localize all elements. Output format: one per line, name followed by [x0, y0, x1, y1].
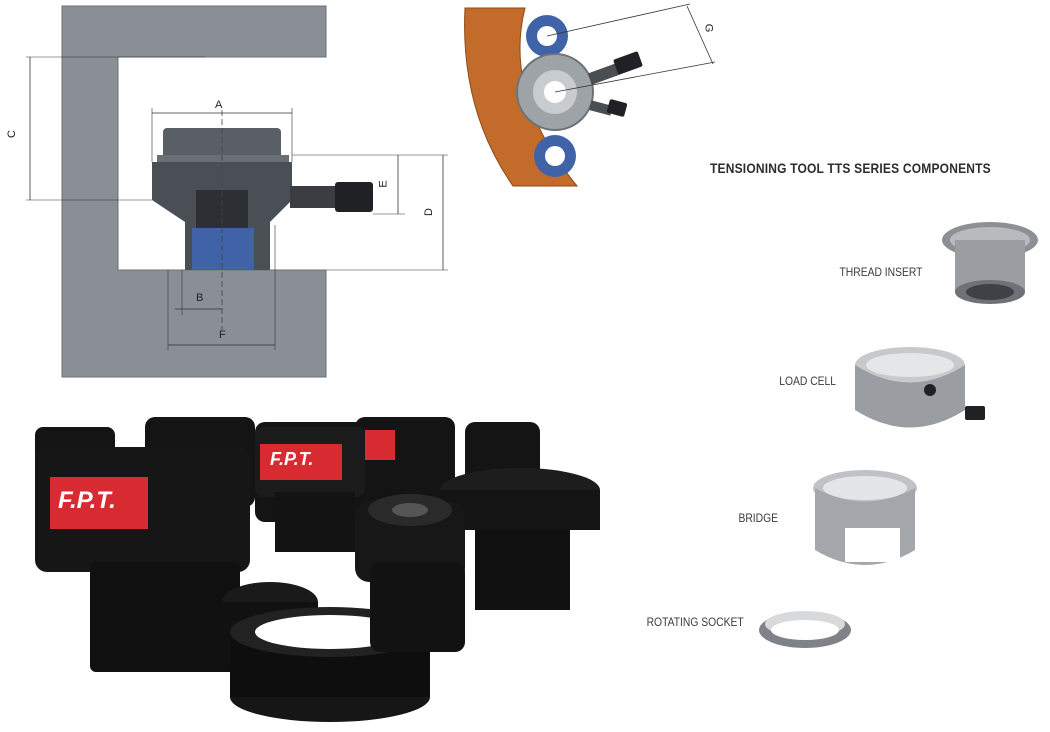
nut-rotating-socket-illustration	[759, 611, 851, 648]
flange-section	[61, 5, 327, 378]
hydraulic-coupler	[290, 186, 335, 208]
brand-label-mid	[260, 444, 342, 480]
bridge-illustration	[813, 470, 917, 565]
dim-label-e: E	[377, 180, 390, 188]
top-view-drawing	[464, 3, 716, 187]
dim-label-a: A	[215, 99, 223, 111]
dim-label-b: B	[196, 292, 204, 304]
dim-label-f: F	[219, 329, 226, 341]
tool-cap	[163, 128, 281, 160]
component-label-nut-rotating-socket: NUT ROTATING SOCKET	[623, 615, 744, 629]
components-title: TENSIONING TOOL TTS SERIES COMPONENTS	[710, 160, 991, 176]
dim-label-d: D	[422, 208, 435, 216]
components-illustrations	[759, 222, 1038, 648]
blue-puller	[192, 228, 254, 270]
product-photo	[35, 392, 645, 732]
dim-label-c: C	[5, 130, 18, 138]
brand-label-back	[365, 430, 395, 460]
load-cell-illustration	[855, 347, 985, 428]
brand-text-mid: F.P.T.	[270, 449, 314, 469]
brand-text-large: F.P.T.	[58, 487, 116, 514]
component-label-thread-insert: THREAD INSERT	[839, 265, 922, 279]
component-label-load-cell: LOAD CELL	[779, 374, 836, 388]
component-label-bridge: BRIDGE	[738, 511, 778, 525]
thread-insert-illustration	[942, 222, 1038, 304]
brand-label-large	[50, 477, 148, 529]
dimension-drawing	[26, 5, 448, 378]
